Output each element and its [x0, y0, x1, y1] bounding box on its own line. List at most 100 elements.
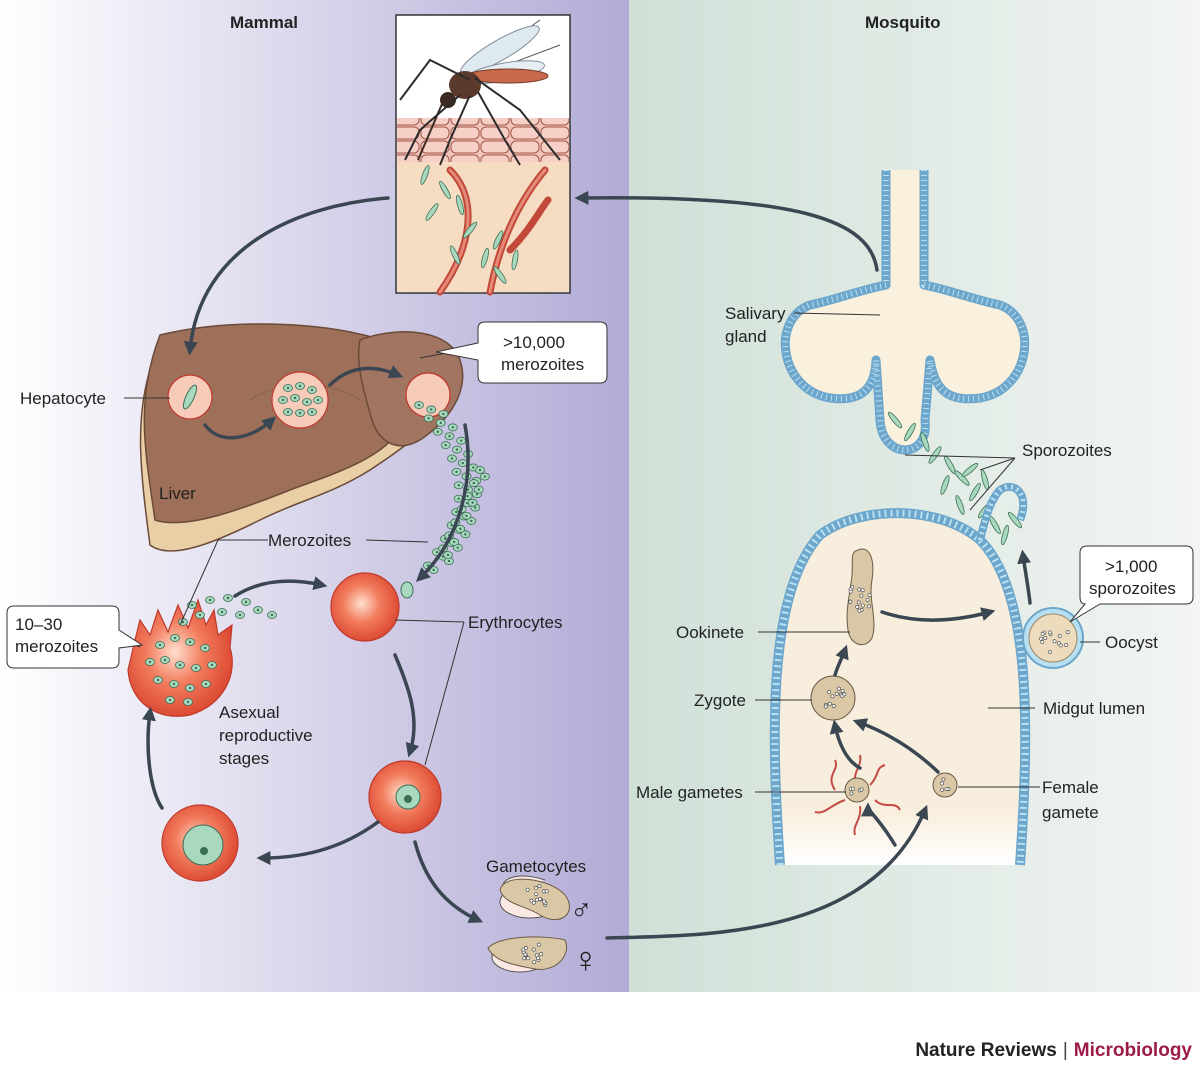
merozoite-nucleus: [474, 506, 477, 509]
erythrocyte-ring: [368, 760, 442, 834]
granule: [867, 604, 872, 609]
merozoite-nucleus: [459, 439, 463, 442]
merozoite-nucleus: [298, 384, 302, 388]
skin-bite-inset: [395, 14, 571, 296]
granule: [525, 956, 530, 961]
oocyst: [1022, 607, 1084, 669]
journal-section: Microbiology: [1073, 1040, 1192, 1061]
merozoite-nucleus: [298, 411, 302, 415]
sporozoite: [456, 194, 464, 216]
merozoite-nucleus: [256, 608, 260, 612]
merozoite-nucleus: [478, 468, 482, 472]
merozoite-nucleus: [457, 497, 460, 500]
label-male-gametes: Male gametes: [636, 783, 743, 802]
callout-liver-unit: merozoites: [501, 355, 584, 374]
callout-asexual-merozoites: 10–30 merozoites: [6, 605, 144, 669]
callout-asexual-unit: merozoites: [15, 637, 98, 656]
label-female-gamete-line1: Female: [1042, 778, 1099, 797]
merozoite-nucleus: [188, 686, 192, 690]
merozoite-nucleus: [238, 613, 242, 617]
granule: [521, 947, 526, 952]
merozoite-nucleus: [464, 533, 467, 536]
sporozoite: [904, 422, 916, 442]
label-erythrocytes: Erythrocytes: [468, 613, 562, 632]
merozoite-nucleus: [178, 663, 182, 667]
granule: [865, 597, 870, 602]
granule: [536, 942, 541, 947]
merozoite-nucleus: [172, 682, 176, 686]
merozoite-nucleus: [417, 403, 421, 407]
merozoite-nucleus: [483, 475, 487, 478]
callout-oocyst-value: >1,000: [1105, 557, 1157, 576]
released-merozoites: [178, 594, 277, 626]
granule: [1048, 649, 1052, 654]
merozoite-nucleus: [244, 600, 248, 604]
granule: [848, 599, 853, 604]
granule: [1064, 643, 1069, 648]
label-salivary-line2: gland: [725, 327, 767, 346]
callout-liver-value: >10,000: [503, 333, 565, 352]
merozoite-nucleus: [198, 613, 202, 617]
merozoite-nucleus: [461, 461, 464, 465]
granule: [850, 786, 855, 791]
granule: [536, 956, 541, 961]
granule: [1052, 639, 1057, 644]
merozoite-nucleus: [475, 492, 479, 496]
merozoite-nucleus: [450, 457, 454, 460]
male-gametes: [814, 754, 901, 836]
granule: [533, 886, 538, 890]
granule: [836, 686, 841, 691]
merozoite-nucleus: [427, 417, 430, 420]
merozoite-nucleus: [472, 481, 476, 485]
mosquito-icon: [399, 19, 561, 166]
sporozoite: [462, 221, 478, 239]
merozoite-nucleus: [148, 660, 152, 664]
granule: [1039, 636, 1043, 641]
granule: [537, 897, 542, 902]
callout-asexual-value: 10–30: [15, 615, 62, 634]
erythrocyte-rupturing: [127, 598, 233, 717]
hepatocyte-infected: [167, 374, 213, 420]
sporozoite: [492, 230, 504, 250]
merozoite-nucleus: [465, 501, 469, 505]
erythrocyte-trophozoite: [161, 804, 239, 882]
granule: [522, 956, 527, 961]
merozoite-nucleus: [310, 388, 314, 392]
merozoite-nucleus: [188, 640, 192, 644]
merozoite-nucleus: [466, 488, 470, 491]
granule: [830, 694, 835, 699]
granule: [1040, 631, 1045, 636]
granule: [848, 589, 853, 594]
sporozoite: [887, 411, 903, 429]
merozoite-nucleus: [305, 400, 309, 404]
granule: [539, 952, 543, 957]
granule: [531, 947, 536, 952]
zygote: [810, 675, 856, 721]
merozoite-nucleus: [472, 466, 475, 469]
merozoite-nucleus: [186, 700, 190, 704]
granule: [857, 587, 862, 592]
sporozoite: [961, 462, 979, 478]
granule: [939, 781, 944, 786]
label-sporozoites: Sporozoites: [1022, 441, 1112, 460]
label-oocyst: Oocyst: [1105, 633, 1158, 652]
granule: [867, 593, 872, 597]
merozoite-nucleus: [208, 598, 212, 602]
granule: [842, 692, 847, 697]
merozoite-nucleus: [459, 527, 462, 531]
granule: [1065, 630, 1070, 635]
female-gamete: [932, 772, 958, 798]
granule: [1057, 634, 1062, 639]
merozoite-nucleus: [181, 620, 185, 624]
granule: [1043, 636, 1048, 641]
label-gametocytes: Gametocytes: [486, 857, 586, 876]
granule: [537, 884, 542, 889]
sporozoite: [493, 266, 507, 284]
granule: [827, 701, 832, 706]
merozoite-nucleus: [163, 658, 167, 662]
merozoite-nucleus: [220, 610, 224, 614]
gametocyte-male: [499, 875, 570, 920]
granule: [534, 892, 538, 897]
merozoite-nucleus: [435, 550, 439, 554]
